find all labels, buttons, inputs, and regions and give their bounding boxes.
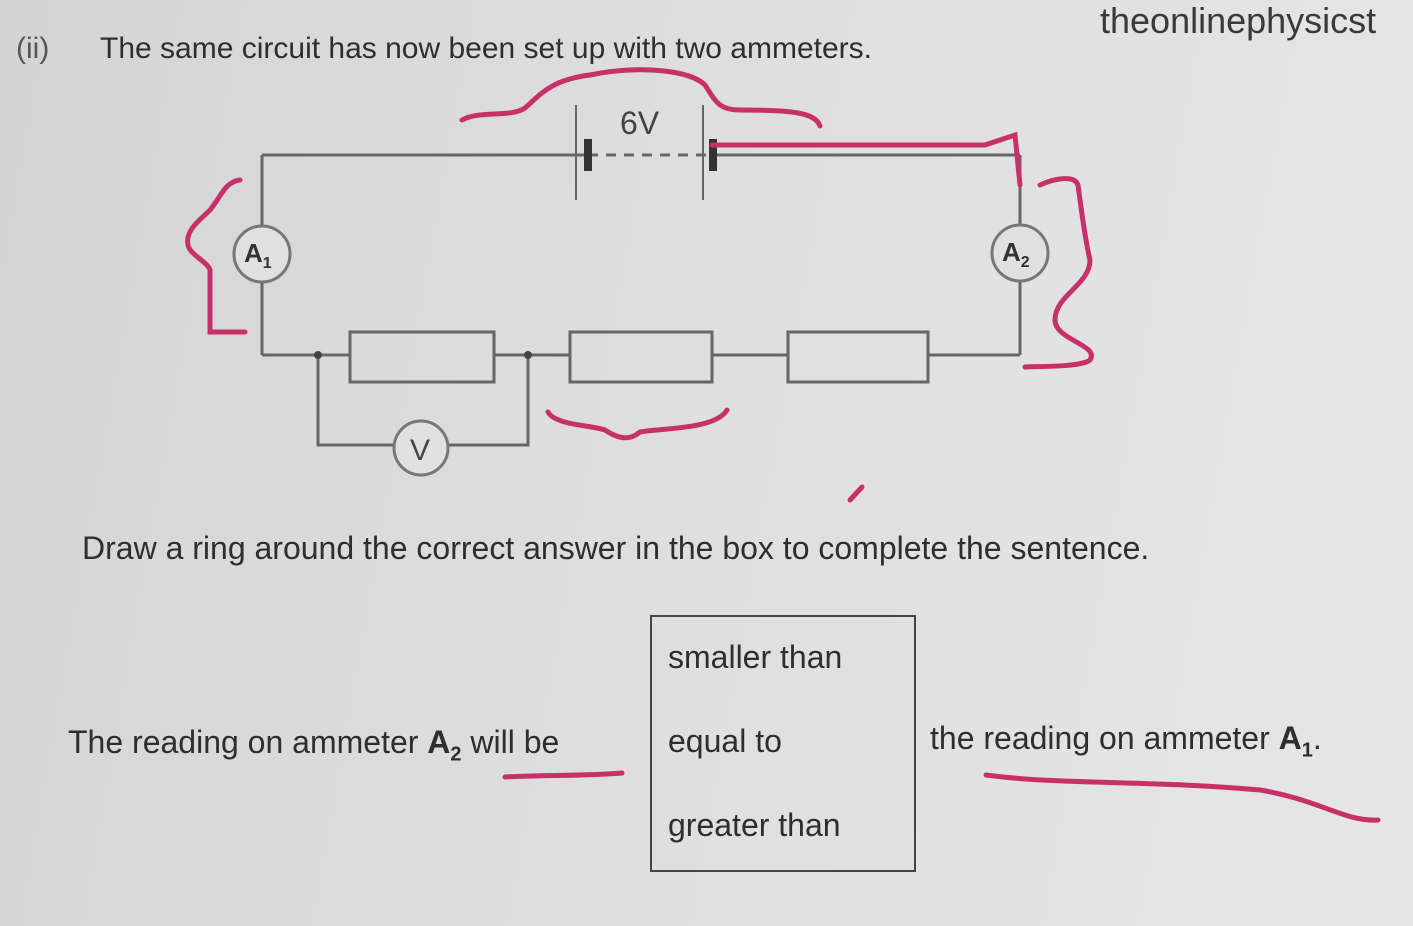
answer-options-box: smaller than equal to greater than (650, 615, 916, 872)
ammeter-a2: A2 (990, 223, 1050, 283)
sentence-end: the reading on ammeter A1. (930, 720, 1322, 762)
ammeter-a1: A1 (232, 224, 292, 284)
option-equal-to[interactable]: equal to (668, 723, 782, 759)
svg-text:A2: A2 (1002, 237, 1030, 271)
battery-negative-plate (709, 139, 717, 171)
voltmeter: V (392, 419, 450, 477)
sentence-start: The reading on ammeter A2 will be (68, 724, 560, 766)
svg-text:A1: A1 (244, 238, 272, 272)
question-text: The same circuit has now been set up wit… (100, 32, 873, 65)
option-greater-than[interactable]: greater than (668, 807, 841, 843)
watermark: theonlinephysicst (1100, 0, 1377, 41)
instruction-text: Draw a ring around the correct answer in… (82, 530, 1150, 566)
battery-label: 6V (620, 105, 660, 141)
question-number: (ii) (16, 32, 50, 65)
handwritten-annotations (185, 67, 1381, 823)
battery-positive-plate (584, 139, 592, 171)
svg-text:V: V (410, 434, 430, 467)
option-smaller-than[interactable]: smaller than (668, 639, 843, 675)
